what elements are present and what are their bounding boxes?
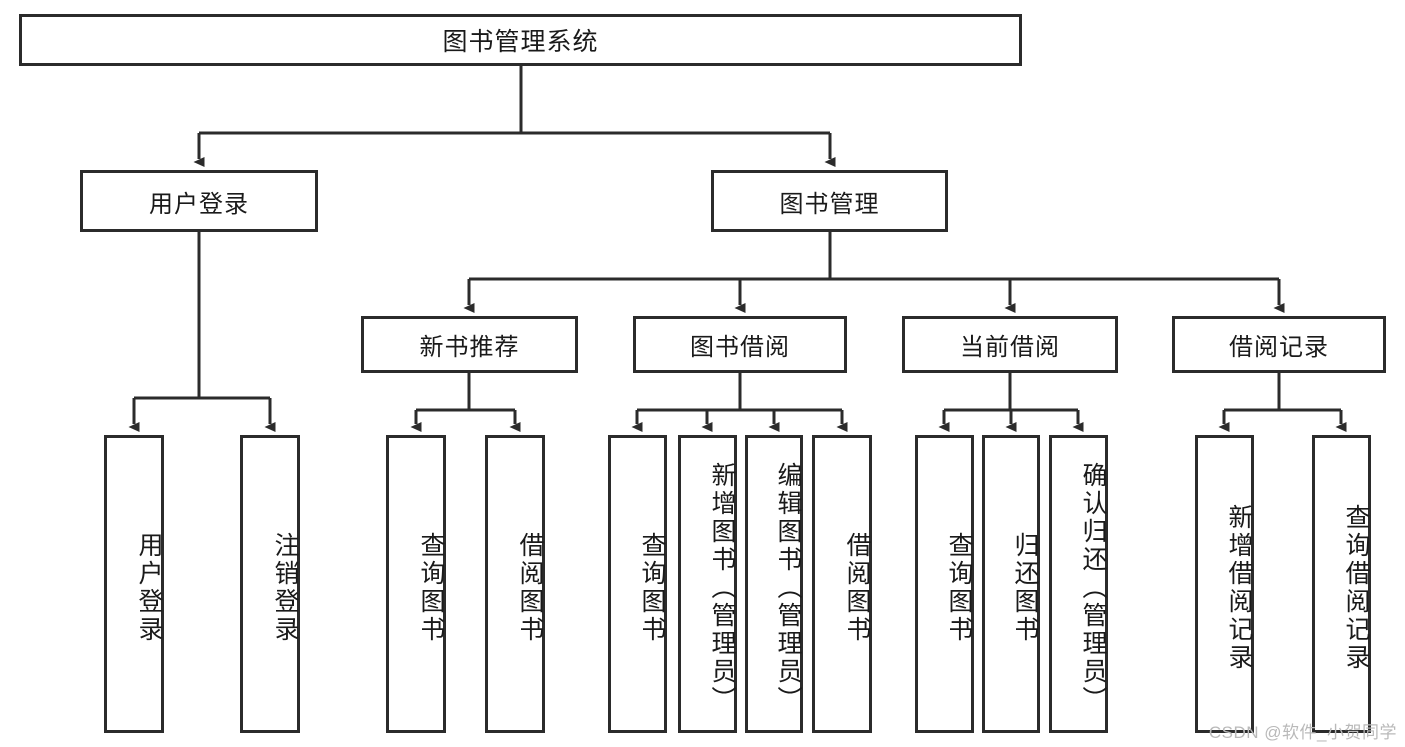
node-book-borrow[interactable]: 图书借阅 — [633, 316, 847, 373]
node-user-login-label: 用户登录 — [149, 190, 249, 218]
leaf-query-record-label: 查询借阅记录 — [1342, 504, 1370, 672]
leaf-edit-book-label: 编辑图书（管理员） — [774, 462, 802, 714]
leaf-logout[interactable]: 注销登录 — [240, 435, 300, 733]
node-user-login[interactable]: 用户登录 — [80, 170, 318, 232]
leaf-add-record[interactable]: 新增借阅记录 — [1195, 435, 1254, 733]
leaf-query-book-2-label: 查询图书 — [638, 532, 666, 644]
leaf-query-book-2[interactable]: 查询图书 — [608, 435, 667, 733]
leaf-logout-label: 注销登录 — [271, 532, 299, 644]
leaf-add-book[interactable]: 新增图书（管理员） — [678, 435, 737, 733]
leaf-borrow-book-1[interactable]: 借阅图书 — [485, 435, 545, 733]
leaf-query-record[interactable]: 查询借阅记录 — [1312, 435, 1371, 733]
leaf-query-book-3-label: 查询图书 — [945, 532, 973, 644]
node-borrow-records[interactable]: 借阅记录 — [1172, 316, 1386, 373]
leaf-user-login[interactable]: 用户登录 — [104, 435, 164, 733]
leaf-confirm-return[interactable]: 确认归还（管理员） — [1049, 435, 1108, 733]
node-current-borrow-label: 当前借阅 — [960, 334, 1060, 361]
node-new-book-recommend-label: 新书推荐 — [419, 334, 520, 361]
leaf-return-book[interactable]: 归还图书 — [982, 435, 1040, 733]
leaf-edit-book[interactable]: 编辑图书（管理员） — [745, 435, 803, 733]
leaf-borrow-book-2[interactable]: 借阅图书 — [812, 435, 872, 733]
node-book-management[interactable]: 图书管理 — [711, 170, 948, 232]
leaf-query-book-1[interactable]: 查询图书 — [386, 435, 446, 733]
node-root-label: 图书管理系统 — [442, 28, 599, 56]
node-book-borrow-label: 图书借阅 — [690, 334, 790, 361]
leaf-user-login-label: 用户登录 — [135, 532, 163, 644]
leaf-return-book-label: 归还图书 — [1011, 532, 1039, 644]
leaf-borrow-book-1-label: 借阅图书 — [516, 532, 544, 644]
node-borrow-records-label: 借阅记录 — [1229, 334, 1329, 361]
node-current-borrow[interactable]: 当前借阅 — [902, 316, 1118, 373]
leaf-borrow-book-2-label: 借阅图书 — [843, 532, 871, 644]
node-new-book-recommend[interactable]: 新书推荐 — [361, 316, 578, 373]
node-book-management-label: 图书管理 — [779, 190, 880, 218]
leaf-add-record-label: 新增借阅记录 — [1225, 504, 1253, 672]
leaf-query-book-3[interactable]: 查询图书 — [915, 435, 974, 733]
leaf-query-book-1-label: 查询图书 — [417, 532, 445, 644]
node-root[interactable]: 图书管理系统 — [19, 14, 1022, 66]
leaf-confirm-return-label: 确认归还（管理员） — [1079, 462, 1107, 714]
leaf-add-book-label: 新增图书（管理员） — [708, 462, 736, 714]
watermark: CSDN @软件_小贺同学 — [1208, 723, 1397, 742]
